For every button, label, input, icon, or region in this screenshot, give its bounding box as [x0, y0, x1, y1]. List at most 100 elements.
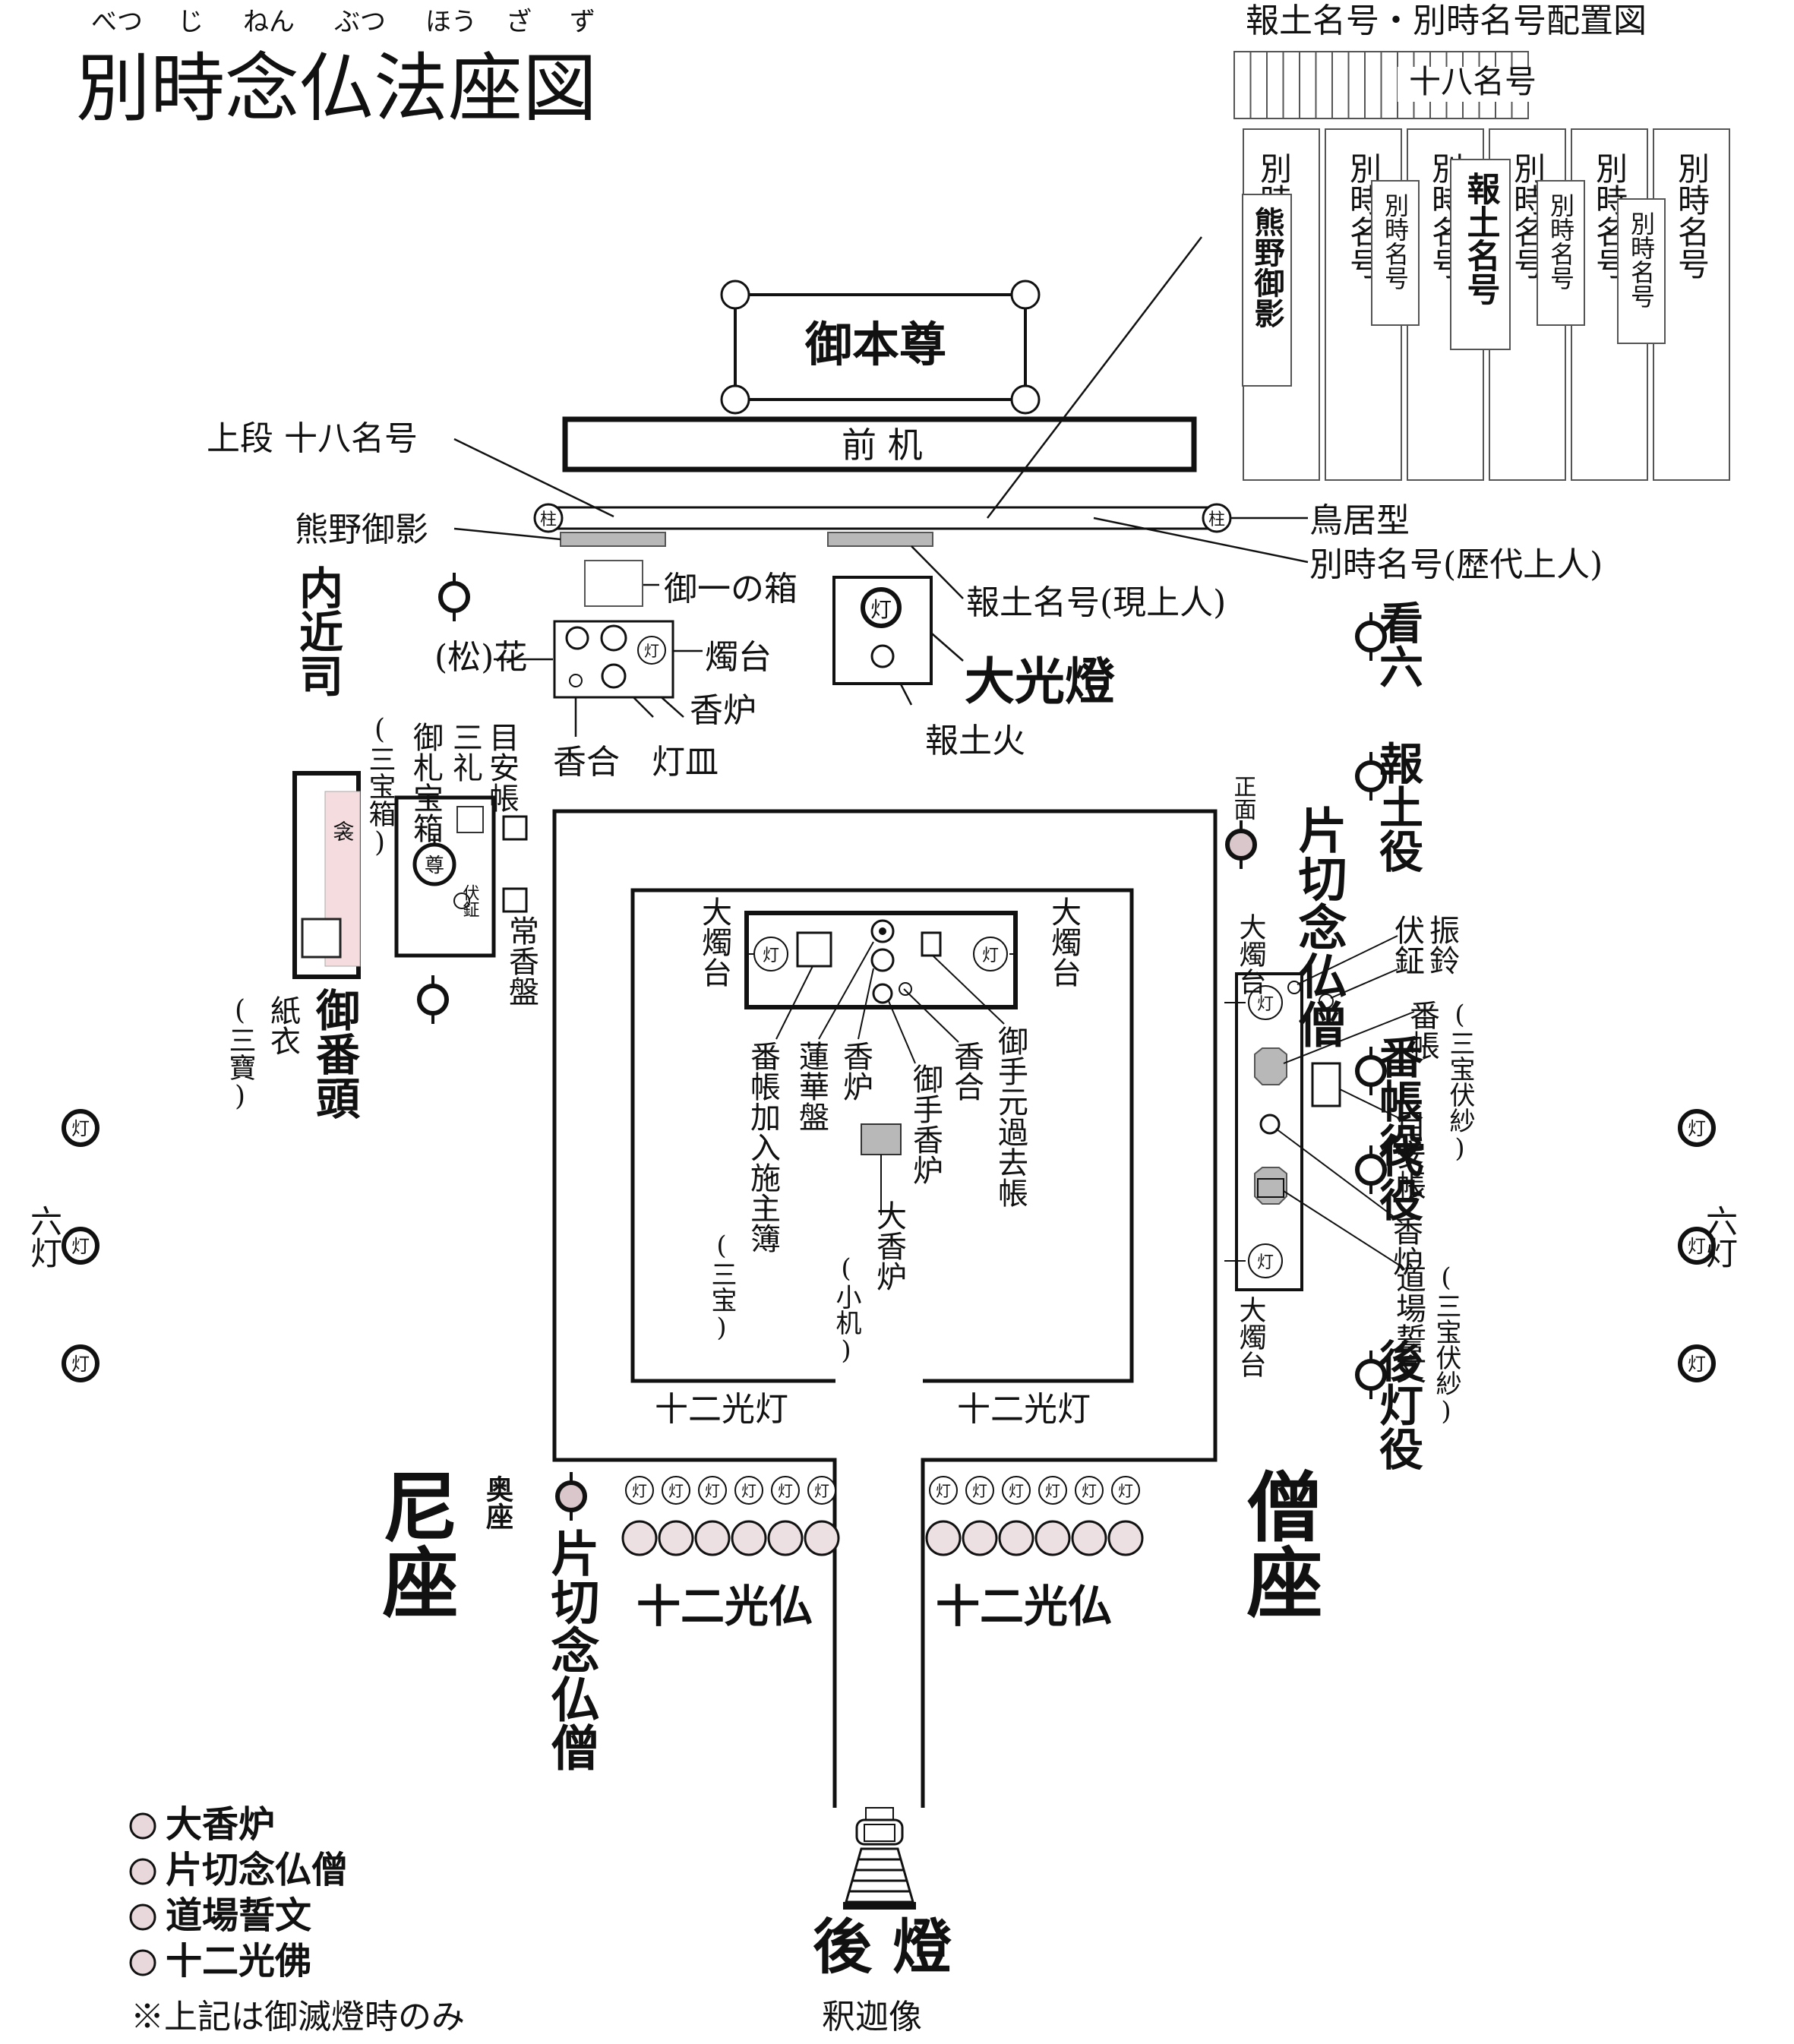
juni-kobutsu-circle: [804, 1520, 840, 1556]
role-label: 代役: [1372, 1133, 1424, 1221]
juni-kobutsu-circle: [962, 1520, 998, 1556]
role-label: 後灯役: [1372, 1338, 1423, 1471]
otekoro: [872, 983, 893, 1004]
inset-plate-label: 別時名号: [1546, 193, 1575, 290]
juni-kobutsu-circle: [1107, 1520, 1144, 1556]
hodo-plate: [827, 532, 933, 547]
label-fusegane-small: 伏鉦: [460, 884, 480, 918]
lamp-glyph: 灯: [936, 1482, 951, 1500]
kogo-circle: [569, 674, 583, 687]
daikoto-lamp: [861, 587, 902, 628]
role-circle: [1355, 1359, 1387, 1391]
role-circle: [417, 984, 449, 1016]
pillar-circle: [1010, 384, 1041, 415]
inner-table: [744, 911, 1018, 1009]
sanrei-square: [456, 806, 484, 833]
torii-pillar-left: [533, 503, 564, 533]
hodobi-circle: [870, 644, 895, 668]
lamp-glyph: 灯: [972, 1482, 987, 1500]
role-label: 御番頭: [308, 987, 361, 1120]
oshokudai-right-lamp: [973, 937, 1008, 971]
twelve-lights: 灯灯灯灯灯灯灯灯灯灯灯灯: [621, 1476, 1144, 1556]
koro-circle: [600, 624, 627, 652]
label-koro-inner: 香炉: [838, 1041, 873, 1101]
kogo-inner: [899, 982, 912, 996]
dojo-r-shape: [1254, 1167, 1287, 1205]
label-rokuto-right: 六灯: [1701, 1205, 1739, 1268]
rokuto-lamp: [62, 1344, 99, 1382]
title-group: べつじねんぶつほうざず 別時念仏法座図: [76, 7, 597, 132]
label-jodan: 上段 十八名号: [207, 419, 418, 458]
label-goichi-hako: 御一の箱: [664, 570, 798, 608]
kumano-plate: [560, 532, 666, 547]
juni-koto-lamp: [1038, 1476, 1067, 1505]
pillar-label: 柱: [540, 510, 557, 529]
label-kamiko-sub: (三寶): [225, 995, 256, 1112]
pillar-circle: [720, 384, 750, 415]
inset-strip: [1347, 51, 1366, 119]
juni-kobutsu-circle: [731, 1520, 767, 1556]
juni-kobutsu-circle: [998, 1520, 1034, 1556]
fusegane-circle: [453, 892, 470, 909]
rokuto-lamp: [62, 1109, 99, 1147]
juni-koto-lamp: [698, 1476, 727, 1505]
juni-kobutsu-circle: [694, 1520, 731, 1556]
inset-title: 報土名号・別時名号配置図: [1246, 2, 1647, 40]
flower-circle: [565, 626, 589, 650]
ruby-text: ぶつ: [334, 7, 386, 37]
gohonzon-label: 御本尊: [804, 317, 946, 372]
juni-kobutsu-circle: [621, 1520, 658, 1556]
role-circle: [1355, 1154, 1387, 1186]
label-juni-koto-left: 十二光灯: [655, 1390, 788, 1429]
legend-marker: [129, 1812, 156, 1840]
label-shomen: 正面: [1230, 775, 1256, 820]
label-gonbako-paren: (三宝箱): [365, 714, 396, 858]
label-torii: 鳥居型: [1309, 501, 1410, 540]
legend-marker: [129, 1949, 156, 1976]
son-label: 尊: [425, 855, 444, 877]
label-otekoro: 御手香炉: [908, 1063, 943, 1185]
lamp-glyph: 灯: [668, 1482, 684, 1500]
label-banchou-r-sub: (三宝伏紗): [1445, 1000, 1475, 1164]
juni-kobutsu-circle: [1034, 1520, 1071, 1556]
maezukue: [562, 416, 1197, 472]
role-label: 片切念仏僧: [1290, 805, 1347, 1048]
lamp-glyph: 灯: [1118, 1482, 1133, 1500]
label-kogo-inner: 香合: [949, 1041, 984, 1101]
inset-plate-label: 熊野御影: [1249, 207, 1286, 328]
lamp-glyph: 灯: [741, 1482, 756, 1500]
label-niza: 尼座: [369, 1467, 459, 1619]
label-betsuji-rekidai: 別時名号(歴代上人): [1309, 545, 1603, 584]
label-juni-kobutsu-right: 十二光仏: [936, 1581, 1112, 1632]
legend-item: 片切念仏僧: [166, 1849, 348, 1891]
inner-table-items: 灯 灯: [748, 919, 1015, 1215]
koro-r: [1259, 1114, 1281, 1135]
inset-strip: [1233, 51, 1252, 119]
kamiko-glyph: 衾: [330, 820, 355, 842]
juni-koto-lamp: [771, 1476, 800, 1505]
role-circles: 内近司看六報土役片切念仏僧御番頭番帳役代役後灯役片切念仏僧: [292, 565, 1424, 1771]
torii-beam: [547, 506, 1218, 530]
inset-plate-label: 別時名号: [1627, 211, 1656, 308]
ruby-text: べつ: [91, 7, 143, 37]
lamp-glyph: 灯: [814, 1482, 829, 1500]
label-banchou: 番帳加入施主簿: [745, 1041, 780, 1253]
role-circle: [1355, 760, 1387, 792]
inner-floor: [630, 888, 1134, 1383]
label-kumano: 熊野御影: [295, 510, 428, 549]
inset-plate-label: 別時名号: [1381, 193, 1410, 290]
inset-top-strips: [1233, 51, 1546, 119]
label-meyasucho-r: 目安帳: [1391, 1109, 1426, 1200]
to-label: 灯: [982, 946, 999, 965]
lamp-glyph: 灯: [1688, 1118, 1706, 1139]
inset-strip: [1282, 51, 1300, 119]
label-sanrei: 三礼: [447, 722, 482, 782]
shokudai-circle: [637, 636, 666, 665]
furi-rei-r: [1319, 994, 1334, 1009]
ruby-text: ねん: [243, 7, 295, 37]
pillar-circle: [1010, 280, 1041, 310]
lamp-glyph: 灯: [705, 1482, 720, 1500]
label-oshokudai-bottom: 大燭台: [1235, 1296, 1266, 1378]
label-furi-rei: 振鈴: [1424, 915, 1459, 975]
